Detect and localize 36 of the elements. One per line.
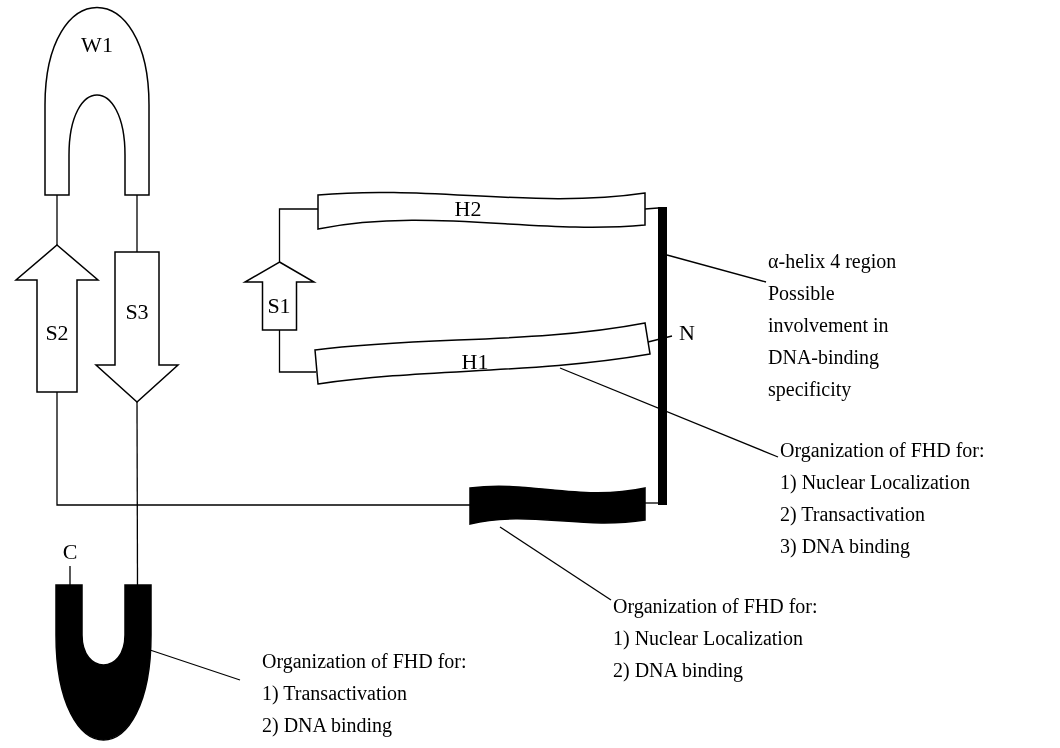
shape-label: S3: [125, 301, 149, 323]
connector-line: [278, 329, 317, 373]
annotation-text: 1) Transactivation: [262, 681, 408, 706]
shape-label: H1: [461, 351, 489, 373]
connector-line: [56, 194, 58, 246]
shape-label: W1: [81, 34, 113, 56]
ribbon-shape: [315, 322, 650, 385]
annotation-text: Organization of FHD for:: [780, 438, 986, 464]
shape-label: S2: [45, 322, 69, 344]
annotation-text: 1) Nuclear Localization: [780, 470, 971, 495]
annotation-text: 2) DNA binding: [262, 713, 393, 739]
vertical-bar: [658, 207, 667, 505]
down-arrow: [96, 252, 178, 402]
connector-line: [56, 391, 471, 506]
up-arrow: [245, 262, 314, 330]
annotation-text: 2) Transactivation: [780, 502, 926, 527]
annotation-text: 3) DNA binding: [780, 534, 911, 560]
leader-line: [499, 526, 612, 601]
annotation-text: 2) DNA binding: [613, 658, 744, 684]
terminus-label: C: [58, 538, 82, 566]
leader-line: [666, 254, 767, 283]
annotation-text: α-helix 4 region: [768, 249, 898, 275]
annotation-text: 1) Nuclear Localization: [613, 626, 804, 651]
up-arrow: [16, 245, 98, 392]
annotation-text: Organization of FHD for:: [613, 594, 819, 620]
annotation-text: Possible involvement in DNA-binding specificity: [768, 281, 890, 403]
annotation-text: Organization of FHD for:: [262, 649, 468, 675]
leader-line: [559, 367, 779, 458]
connector-line: [278, 208, 319, 263]
connector-line: [69, 565, 71, 586]
terminus-label: N: [672, 318, 702, 348]
arch-shape: [45, 5, 149, 195]
shape-label: H2: [454, 198, 482, 220]
shape-label: S1: [267, 295, 291, 317]
connector-line: [136, 194, 138, 253]
connector-line: [136, 401, 139, 586]
